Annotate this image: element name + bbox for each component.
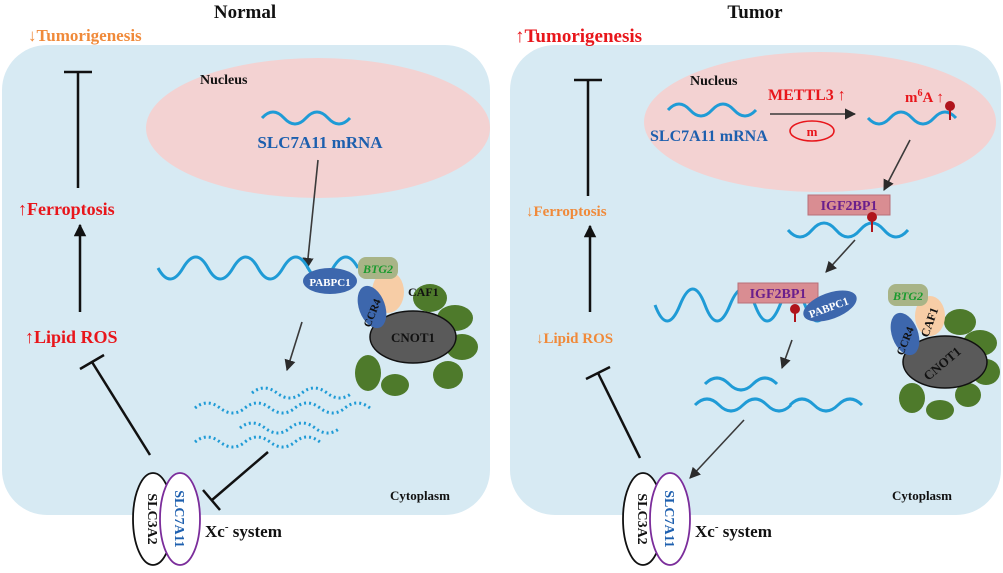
m6a-mark-icon	[790, 304, 800, 314]
normal-title: Normal	[214, 2, 276, 23]
decay-arrow	[284, 321, 303, 372]
inhibit-line-xc	[211, 451, 269, 501]
m-badge	[789, 120, 835, 142]
btg2-subunit	[358, 257, 398, 279]
normal-mrna-label: SLC7A11 mRNA	[257, 133, 383, 152]
degraded-mrna	[194, 386, 371, 449]
green-subunit	[355, 355, 381, 391]
tumor-lipid-ros: ↓Lipid ROS	[536, 331, 613, 347]
m6a-mark-icon	[945, 101, 955, 111]
cnot1-subunit	[902, 335, 988, 389]
normal-xc-system-label: Xc- system	[205, 521, 282, 541]
inhibit-bar-icon	[202, 489, 221, 511]
pabpc1-subunit	[303, 268, 357, 294]
green-subunit	[433, 361, 463, 389]
up-arrow-icon: ↑	[515, 26, 525, 47]
slc7a11-label: SLC7A11	[661, 490, 676, 548]
green-subunit	[944, 309, 976, 335]
cnot1-label: CNOT1	[391, 330, 435, 345]
igf2bp1-label: IGF2BP1	[821, 199, 878, 214]
tumor-mrna-label: SLC7A11 mRNA	[650, 128, 768, 145]
normal-tumorigenesis: ↓Tumorigenesis	[28, 26, 142, 45]
tumor-cytoplasm-label: Cytoplasm	[892, 488, 952, 503]
ccr4-subunit	[890, 312, 920, 356]
normal-nuclear-mrna	[260, 110, 352, 126]
tumor-ccr4-not-complex: CNOT1 CAF1 CCR4 BTG2	[888, 284, 1000, 420]
tumor-title: Tumor	[727, 2, 783, 23]
caf1-label: CAF1	[408, 285, 439, 299]
down-arrow-icon: ↓	[28, 26, 37, 45]
green-subunit	[955, 383, 981, 407]
green-subunit	[413, 284, 447, 312]
up-arrow-icon: ↑	[936, 90, 944, 106]
tumor-ferroptosis: ↓Ferroptosis	[526, 204, 607, 220]
igf2bp1-box	[737, 282, 819, 304]
tumor-nucleus-label: Nucleus	[690, 74, 738, 89]
normal-xc-transporter: SLC3A2 SLC7A11	[132, 472, 201, 566]
up-arrow-icon: ↑	[18, 199, 27, 219]
tumor-panel: Tumor ↑Tumorigenesis ↓Ferroptosis ↓Lipid…	[510, 2, 1001, 566]
normal-panel: Normal ↓Tumorigenesis ↑Ferroptosis ↑Lipi…	[2, 2, 490, 566]
inhibit-line-lipid-ros	[90, 361, 152, 456]
green-subunit	[381, 374, 409, 396]
green-subunit	[899, 383, 925, 413]
normal-ferroptosis: ↑Ferroptosis	[18, 199, 115, 219]
inhibit-line-lipid-ros	[596, 372, 642, 459]
cnot1-subunit	[369, 310, 457, 364]
slc7a11-subunit	[159, 472, 201, 566]
slc7a11-subunit	[649, 472, 691, 566]
ccr4-subunit	[357, 285, 387, 329]
tumor-xc-system-label: Xc- system	[695, 521, 772, 541]
btg2-label: BTG2	[892, 289, 923, 303]
tumor-xc-transporter: SLC3A2 SLC7A11	[622, 472, 691, 566]
mettl3-label: METTL3↑	[768, 87, 846, 104]
stabilize-arrow	[825, 239, 856, 273]
up-arrow-icon: ↑	[25, 327, 34, 347]
export-arrow	[302, 159, 319, 270]
normal-ccr4-not-complex: CNOT1 CAF1 CCR4 BTG2 PABPC1	[303, 257, 478, 396]
slc3a2-label: SLC3A2	[634, 493, 649, 544]
m6a-mrna	[866, 110, 958, 126]
igf2bp1-box	[807, 194, 891, 216]
normal-nucleus-label: Nucleus	[200, 73, 248, 88]
pabpc1-label: PABPC1	[309, 277, 350, 289]
m6a-label: m6A↑	[905, 88, 944, 106]
tumor-tumorigenesis: ↑Tumorigenesis	[515, 26, 642, 47]
igf2bp1-bound-mrna	[786, 221, 910, 239]
green-subunit	[926, 400, 954, 420]
m-badge-label: m	[807, 124, 818, 139]
btg2-subunit	[888, 284, 928, 306]
translate-arrow	[780, 339, 793, 370]
normal-lipid-ros: ↑Lipid ROS	[25, 327, 118, 347]
xc-expression-arrow	[689, 419, 745, 479]
normal-cytoplasm-label: Cytoplasm	[390, 488, 450, 503]
inhibit-bar-icon	[79, 353, 105, 371]
inhibit-bar-icon	[585, 365, 611, 381]
btg2-label: BTG2	[362, 262, 393, 276]
m6a-mark-icon	[867, 212, 877, 222]
intact-mrnas	[693, 376, 864, 413]
reader-arrow	[883, 139, 911, 191]
tumor-nuclear-mrna	[666, 102, 758, 118]
igf2bp1-label: IGF2BP1	[750, 287, 807, 302]
slc3a2-label: SLC3A2	[144, 493, 159, 544]
pabpc1-subunit	[803, 290, 857, 322]
normal-nucleus	[146, 58, 490, 198]
up-arrow-icon: ↑	[838, 87, 846, 104]
caf1-subunit	[915, 296, 945, 336]
down-arrow-icon: ↓	[536, 331, 544, 347]
down-arrow-icon: ↓	[526, 204, 534, 220]
slc7a11-label: SLC7A11	[171, 490, 186, 548]
